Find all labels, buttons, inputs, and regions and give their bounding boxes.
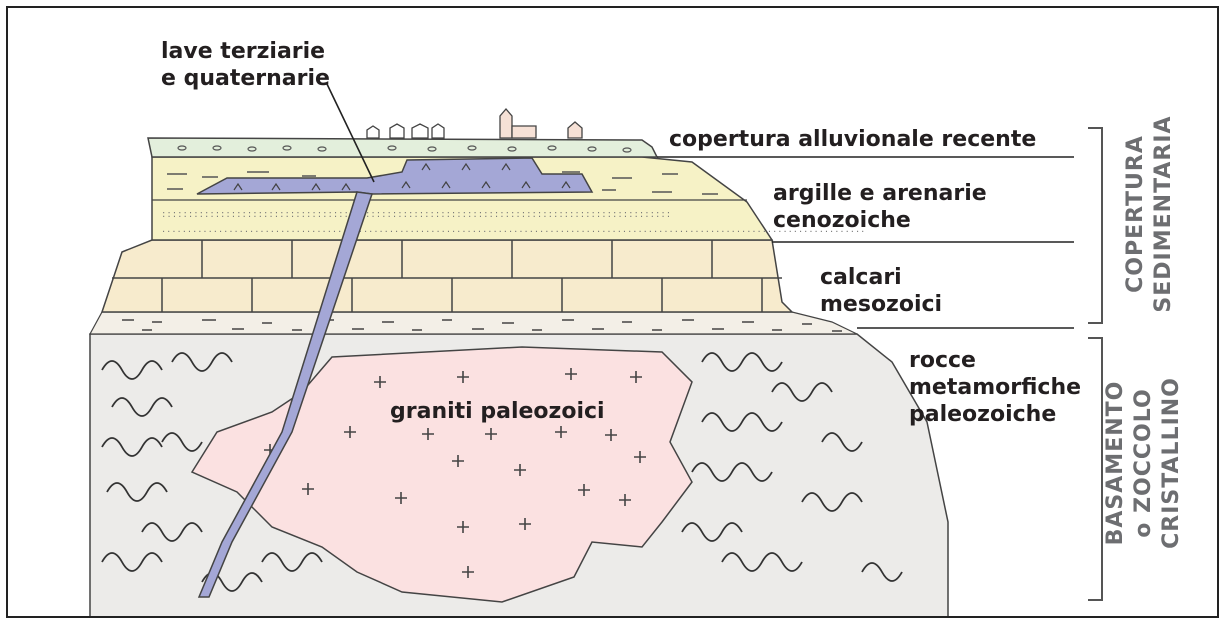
side-label-copertura: COPERTURA SEDIMENTARIA: [1122, 114, 1178, 314]
copertura-bracket: [1088, 128, 1102, 323]
svg-text:..............................: ........................................…: [162, 224, 866, 235]
label-lave-line2: e quaternarie: [161, 65, 330, 92]
diagram-frame: ::::::::::::::::::::::::::::::::::::::::…: [6, 6, 1219, 618]
label-calcari: calcari mesozoici: [820, 264, 942, 318]
alluvium-layer: [148, 138, 657, 157]
label-argille-line2: cenozoiche: [773, 207, 987, 234]
label-lave: lave terziarie e quaternarie: [161, 38, 330, 92]
label-graniti: graniti paleozoici: [390, 398, 605, 425]
label-rocce: rocce metamorfiche paleozoiche: [909, 347, 1081, 428]
label-calcari-line2: mesozoici: [820, 291, 942, 318]
side-label-basamento-line1: BASAMENTO: [1102, 353, 1130, 573]
side-label-basamento-line2: o ZOCCOLO: [1130, 353, 1158, 573]
side-label-basamento: BASAMENTO o ZOCCOLO CRISTALLINO: [1102, 353, 1186, 573]
geologic-cross-section: ::::::::::::::::::::::::::::::::::::::::…: [8, 8, 1219, 618]
label-alluvionale: copertura alluvionale recente: [669, 126, 1036, 153]
side-brackets: [1088, 128, 1102, 600]
svg-text:::::::::::::::::::::::::::::::: ::::::::::::::::::::::::::::::::::::::::…: [162, 209, 672, 220]
label-lave-line1: lave terziarie: [161, 38, 330, 65]
side-label-copertura-line1: COPERTURA: [1122, 114, 1150, 314]
label-argille-line1: argille e arenarie: [773, 180, 987, 207]
label-argille: argille e arenarie cenozoiche: [773, 180, 987, 234]
label-rocce-line1: rocce: [909, 347, 1081, 374]
side-label-basamento-line3: CRISTALLINO: [1158, 353, 1186, 573]
limestone-layer: [102, 240, 792, 312]
village-icon: [367, 109, 582, 138]
label-calcari-line1: calcari: [820, 264, 942, 291]
label-rocce-line2: metamorfiche: [909, 374, 1081, 401]
marl-layer: [90, 312, 857, 334]
basamento-bracket: [1088, 338, 1102, 600]
side-label-copertura-line2: SEDIMENTARIA: [1150, 114, 1178, 314]
label-rocce-line3: paleozoiche: [909, 401, 1081, 428]
